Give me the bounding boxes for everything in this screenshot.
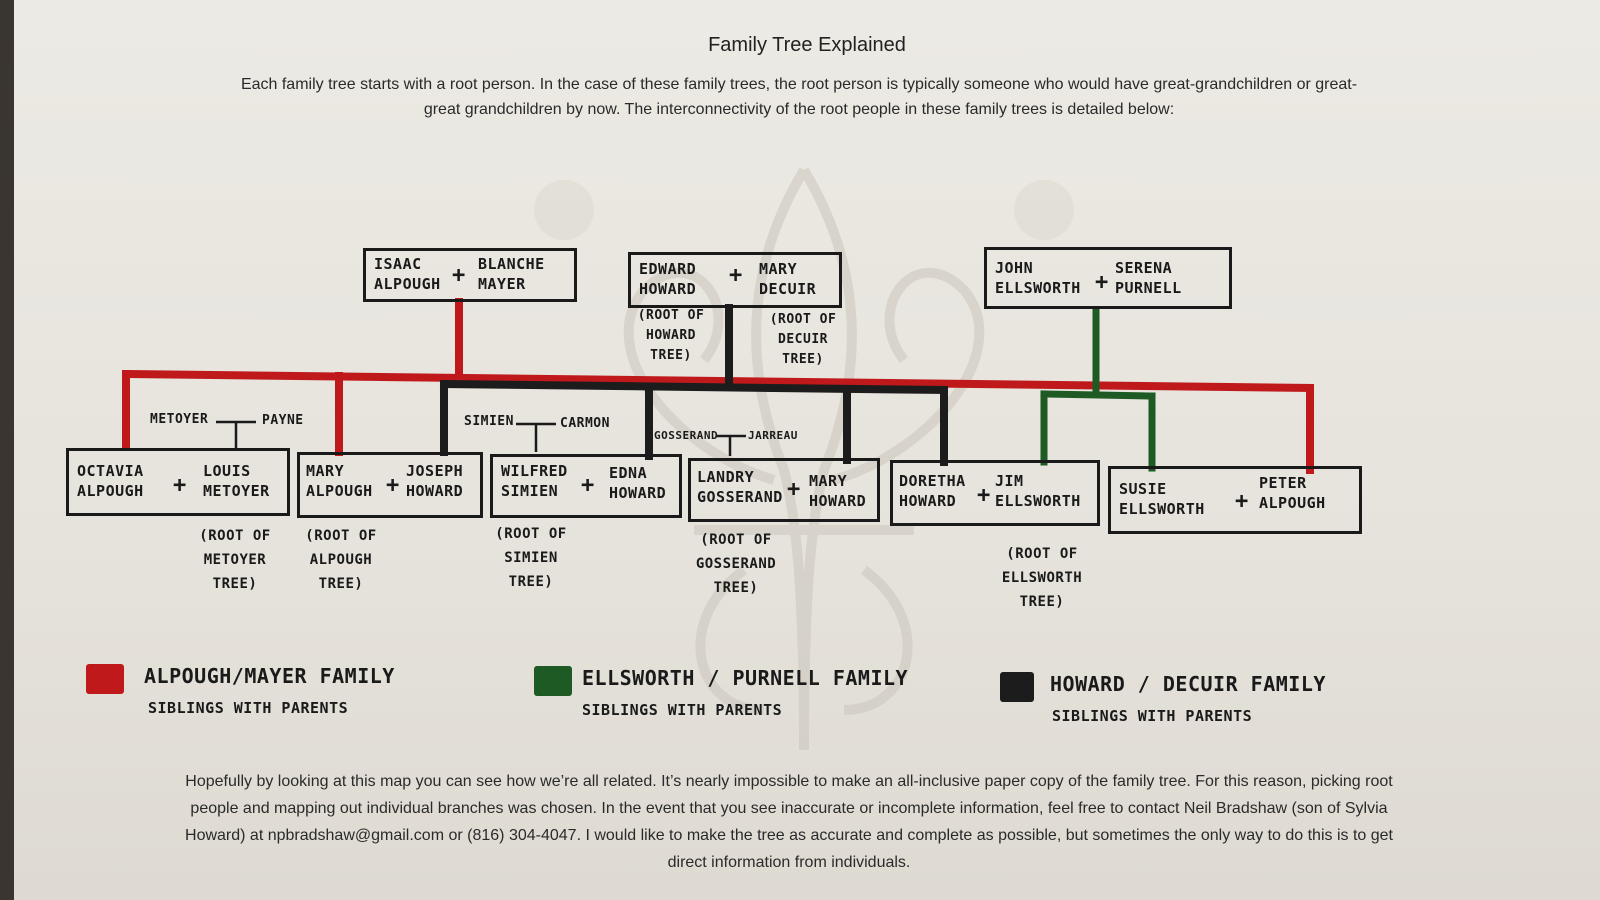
plus-sign: + <box>729 263 743 288</box>
howard-sibling-bar <box>439 379 949 395</box>
edna-howard-name: Edna Howard <box>609 464 667 502</box>
peter-alpough-name: Peter Alpough <box>1259 474 1326 512</box>
gosserand-parent-label: Gosserand <box>654 429 719 442</box>
legend-sub: Siblings with Parents <box>1052 707 1253 725</box>
metoyer-root-note: (Root of Metoyer Tree) <box>199 528 271 592</box>
plus-sign: + <box>977 483 991 508</box>
alpough-mayer-lines <box>121 298 1315 474</box>
legend-swatch-black <box>1000 672 1034 702</box>
metoyer-parent-label: Metoyer <box>150 412 209 427</box>
paper-sheet: Family Tree Explained Each family tree s… <box>14 0 1600 900</box>
doretha-howard-name: Doretha Howard <box>899 472 966 510</box>
plus-sign: + <box>1095 270 1109 295</box>
couple-box-howard-decuir: Edward Howard + Mary Decuir <box>628 252 842 308</box>
simien-parent-label: Simien <box>464 414 514 429</box>
legend-label: Howard / Decuir Family <box>1050 672 1326 696</box>
plus-sign: + <box>452 263 466 288</box>
intro-paragraph: Each family tree starts with a root pers… <box>240 76 1358 118</box>
john-ellsworth-name: John Ellsworth <box>995 259 1081 297</box>
plus-sign: + <box>581 473 595 498</box>
blanche-mayer-name: Blanche Mayer <box>478 255 545 293</box>
serena-purnell-name: Serena Purnell <box>1115 259 1182 297</box>
plus-sign: + <box>787 477 801 502</box>
plus-sign: + <box>1235 489 1249 514</box>
mary-decuir-name: Mary Decuir <box>759 260 817 298</box>
ellsworth-sibling-bar <box>1040 390 1156 400</box>
legend-sub: Siblings with Parents <box>582 701 783 719</box>
jim-ellsworth-name: Jim Ellsworth <box>995 472 1081 510</box>
couple-box-mary-joseph: Mary Alpough + Joseph Howard <box>297 452 483 518</box>
howard-decuir-lines <box>439 304 949 466</box>
couple-box-octavia-louis: Octavia Alpough + Louis Metoyer <box>66 448 290 516</box>
footer-paragraph: Hopefully by looking at this map you can… <box>185 773 1393 871</box>
landry-gosserand-name: Landry Gosserand <box>697 468 783 506</box>
couple-box-landry-mary: Landry Gosserand + Mary Howard <box>688 458 880 522</box>
jarreau-parent-label: Jarreau <box>748 429 798 442</box>
ellsworth-purnell-lines <box>1040 306 1156 472</box>
howard-root-note: (Root of Howard Tree) <box>637 308 705 363</box>
wilfred-simien-name: Wilfred Simien <box>501 462 568 500</box>
couple-box-alpough-mayer: Isaac Alpough + Blanche Mayer <box>363 248 577 302</box>
mary-howard-name: Mary Howard <box>809 472 867 510</box>
fleur-de-lis-watermark <box>534 167 1074 751</box>
carmon-parent-label: Carmon <box>560 416 610 431</box>
couple-box-wilfred-edna: Wilfred Simien + Edna Howard <box>490 454 682 518</box>
mary-alpough-name: Mary Alpough <box>306 462 373 500</box>
simien-root-note: (Root of Simien Tree) <box>495 526 567 590</box>
couple-box-doretha-jim: Doretha Howard + Jim Ellsworth <box>890 460 1100 526</box>
plus-sign: + <box>386 473 400 498</box>
plus-sign: + <box>173 473 187 498</box>
octavia-alpough-name: Octavia Alpough <box>77 462 144 500</box>
couple-box-susie-peter: Susie Ellsworth + Peter Alpough <box>1108 466 1362 534</box>
document-title: Family Tree Explained <box>708 34 906 56</box>
payne-parent-label: Payne <box>262 413 304 428</box>
tree-connector-lines <box>121 298 1315 474</box>
joseph-howard-name: Joseph Howard <box>406 462 464 500</box>
legend-swatch-red <box>86 664 124 694</box>
legend-label: Alpough/Mayer Family <box>144 664 395 688</box>
ellsworth-root-note: (Root of Ellsworth Tree) <box>1001 546 1083 610</box>
legend-sub: Siblings with Parents <box>148 699 349 717</box>
louis-metoyer-name: Louis Metoyer <box>203 462 270 500</box>
edward-howard-name: Edward Howard <box>639 260 697 298</box>
alpough-sibling-bar <box>121 369 1315 393</box>
isaac-alpough-name: Isaac Alpough <box>374 255 441 293</box>
legend-swatch-green <box>534 666 572 696</box>
gosserand-root-note: (Root of Gosserand Tree) <box>695 532 777 596</box>
couple-box-ellsworth-purnell: John Ellsworth + Serena Purnell <box>984 247 1232 309</box>
alpough-root-note: (Root of Alpough Tree) <box>305 528 377 592</box>
decuir-root-note: (Root of Decuir Tree) <box>769 312 837 367</box>
susie-ellsworth-name: Susie Ellsworth <box>1119 480 1205 518</box>
legend-label: Ellsworth / Purnell Family <box>582 666 909 690</box>
